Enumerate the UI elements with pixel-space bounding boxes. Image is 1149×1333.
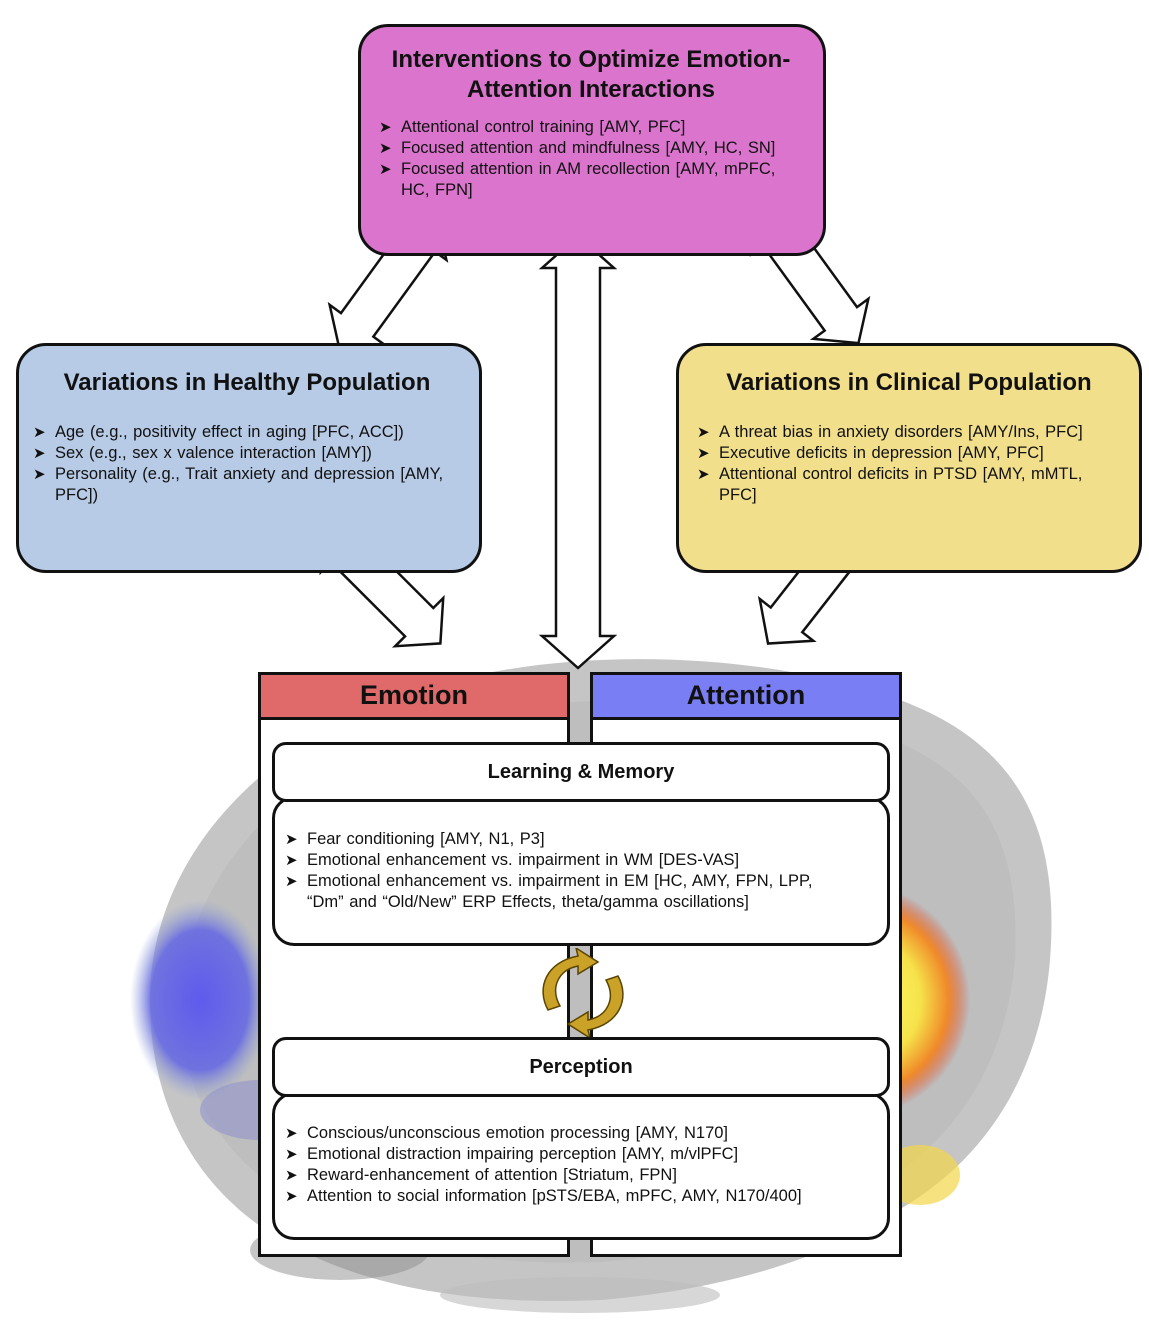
list-item: Attention to social information [pSTS/EB… [285,1186,875,1207]
list-item: A threat bias in anxiety disorders [AMY/… [697,422,1121,443]
interventions-title: Interventions to Optimize Emotion- Atten… [379,45,803,105]
list-item: Emotional distraction impairing percepti… [285,1144,875,1165]
list-item: Reward-enhancement of attention [Striatu… [285,1165,875,1186]
list-item: Executive deficits in depression [AMY, P… [697,443,1121,464]
emotion-header: Emotion [258,672,570,720]
list-item: Conscious/unconscious emotion processing… [285,1123,875,1144]
healthy-population-title: Variations in Healthy Population [63,369,431,396]
clinical-population-list: A threat bias in anxiety disorders [AMY/… [697,422,1121,506]
list-item: Attentional control deficits in PTSD [AM… [697,464,1121,485]
list-item-continuation: HC, FPN] [401,181,473,199]
list-item: Focused attention and mindfulness [AMY, … [379,138,803,159]
healthy-population-list: Age (e.g., positivity effect in aging [P… [33,422,461,506]
list-item-continuation: PFC] [719,486,757,504]
interventions-list: Attentional control training [AMY, PFC] … [379,117,803,201]
list-item-continuation: “Dm” and “Old/New” ERP Effects, theta/ga… [307,893,749,911]
list-item-continuation: PFC]) [55,486,99,504]
interventions-title-line-1: Interventions to Optimize Emotion- [391,46,791,73]
vertical-double-arrow [538,234,618,670]
attention-header: Attention [590,672,902,720]
cycle-arrows-icon [542,948,624,1038]
interventions-box: Interventions to Optimize Emotion- Atten… [358,24,826,256]
healthy-population-box: Variations in Healthy Population Age (e.… [16,343,482,573]
perception-list: Conscious/unconscious emotion processing… [285,1123,875,1207]
list-item: Fear conditioning [AMY, N1, P3] [285,829,875,850]
list-item: Attentional control training [AMY, PFC] [379,117,803,138]
list-item: Sex (e.g., sex x valence interaction [AM… [33,443,461,464]
learning-memory-list: Fear conditioning [AMY, N1, P3] Emotiona… [285,829,875,913]
clinical-population-box: Variations in Clinical Population A thre… [676,343,1142,573]
list-item: Focused attention in AM recollection [AM… [379,159,803,180]
list-item: Emotional enhancement vs. impairment in … [285,871,875,892]
interventions-title-line-2: Attention Interactions [466,76,715,103]
list-item: Emotional enhancement vs. impairment in … [285,850,875,871]
list-item: Age (e.g., positivity effect in aging [P… [33,422,461,443]
learning-memory-body: Fear conditioning [AMY, N1, P3] Emotiona… [272,796,890,946]
perception-body: Conscious/unconscious emotion processing… [272,1092,890,1240]
perception-header: Perception [272,1037,890,1097]
learning-memory-header: Learning & Memory [272,742,890,802]
list-item: Personality (e.g., Trait anxiety and dep… [33,464,461,485]
clinical-population-title: Variations in Clinical Population [726,369,1092,396]
